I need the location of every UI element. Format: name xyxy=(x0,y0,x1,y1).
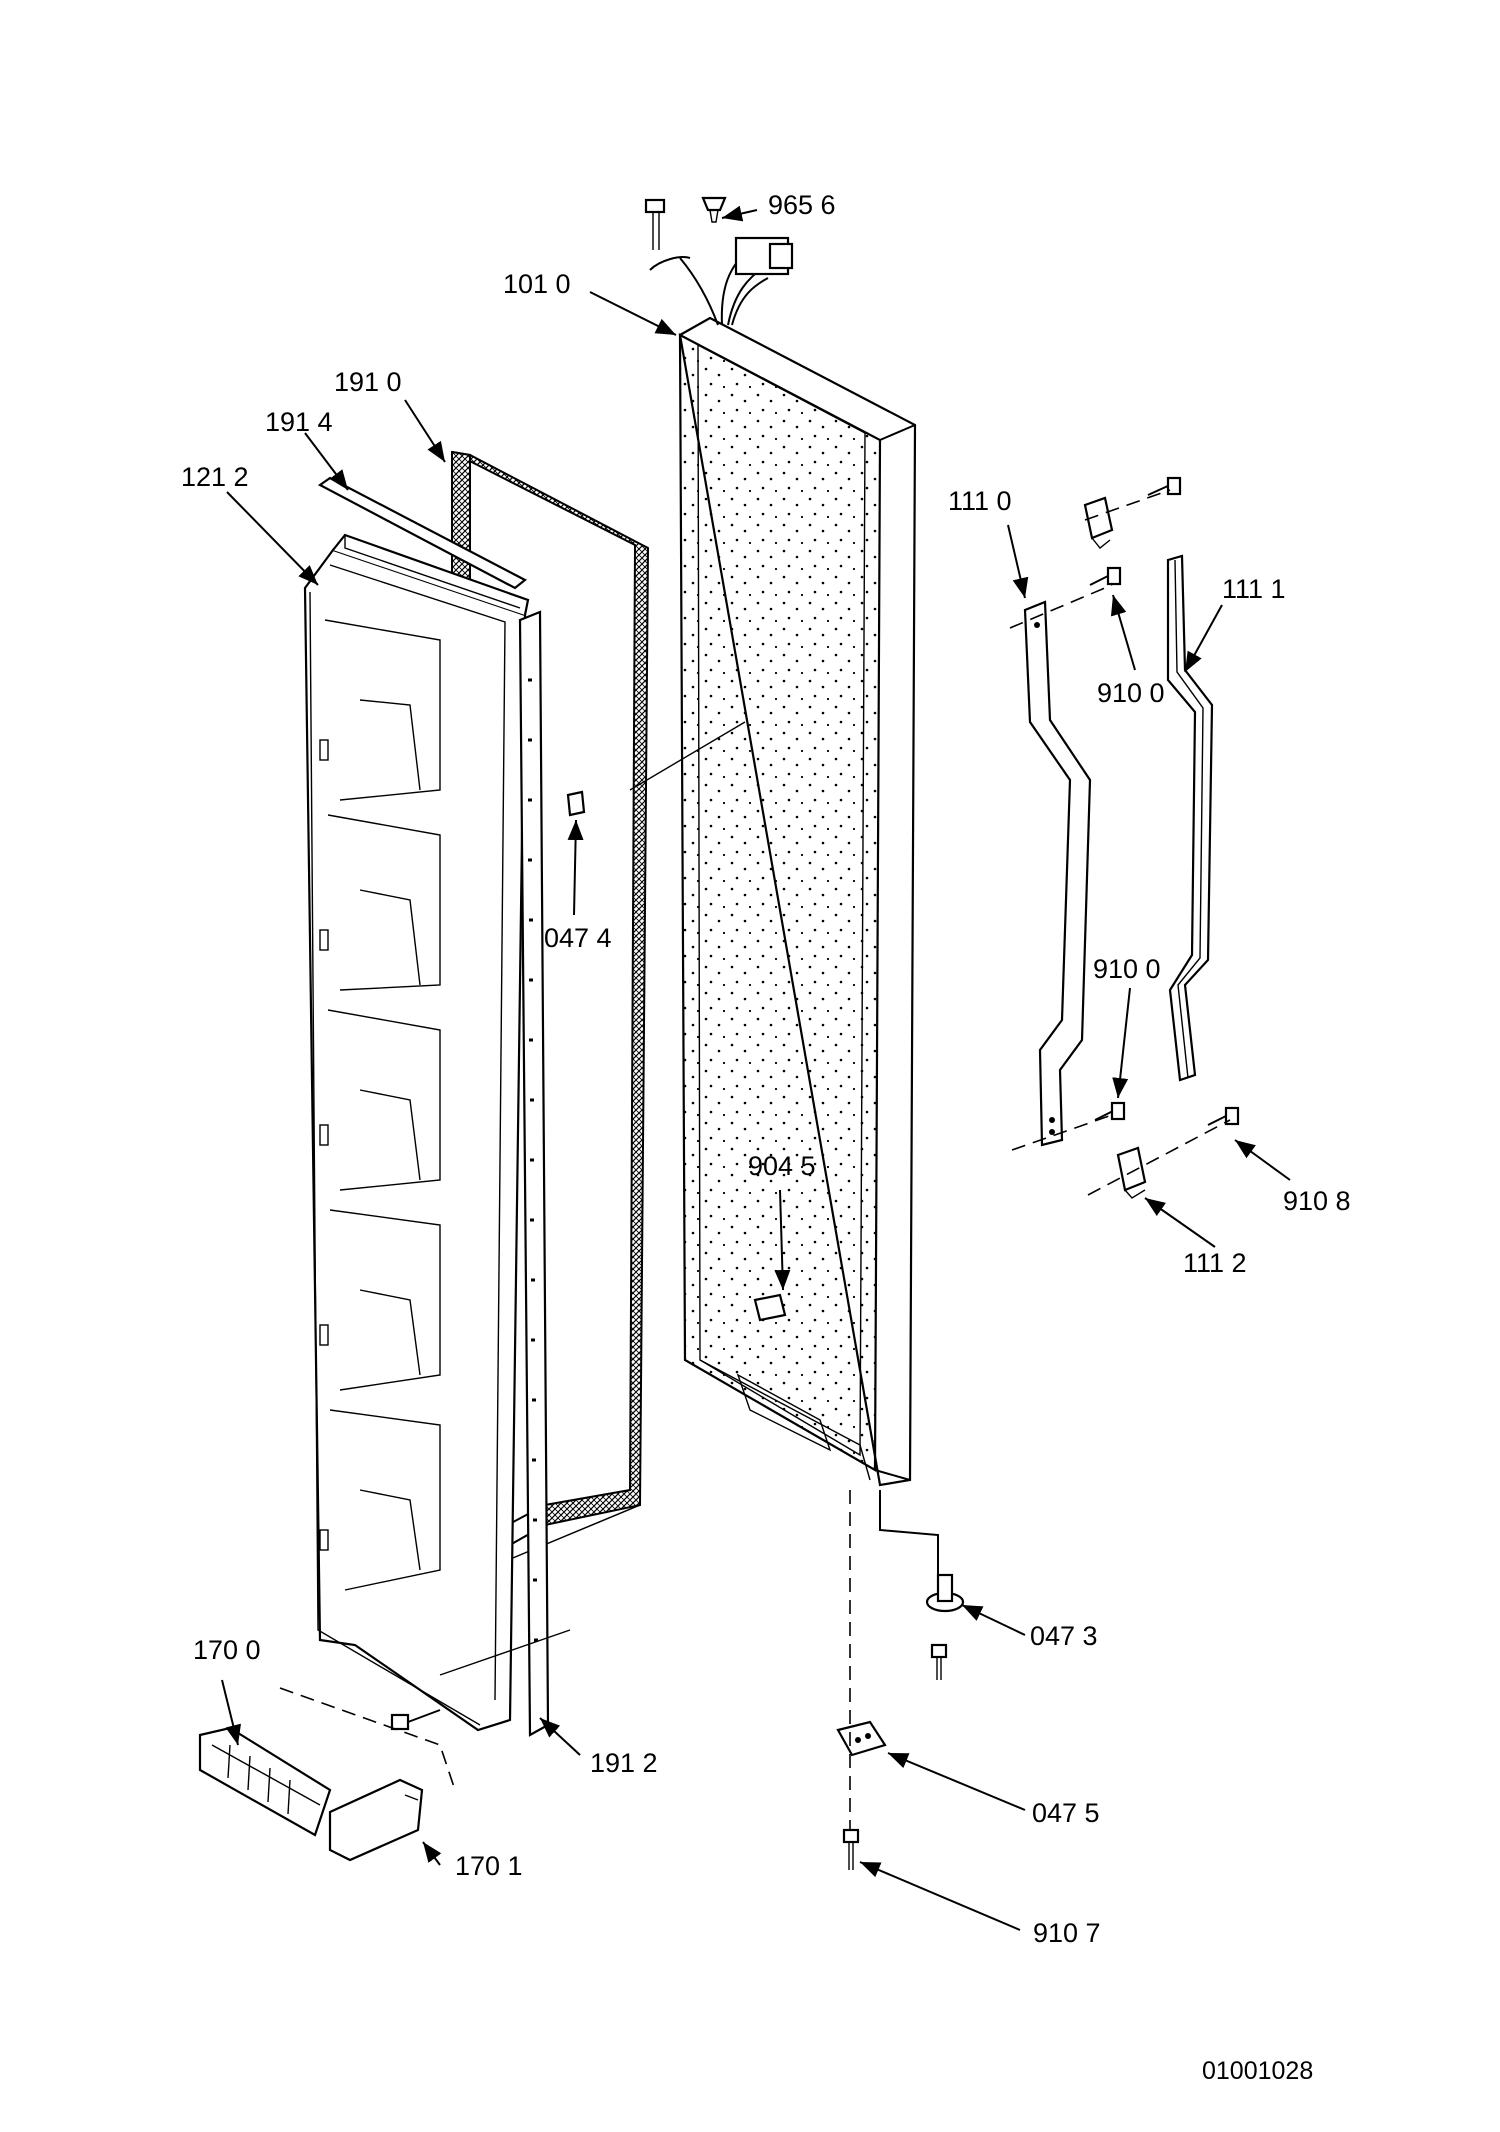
callout-111-0: 111 0 xyxy=(948,486,1012,516)
door-bin-outlines xyxy=(319,619,441,1591)
hinge-pin-0473 xyxy=(879,1490,965,1680)
cap-alignment-line-bottom xyxy=(1087,1119,1231,1196)
callout-910-8: 910 8 xyxy=(1283,1186,1351,1216)
handle-end-cap-top xyxy=(1083,496,1114,549)
callout-047-4: 047 4 xyxy=(544,923,612,953)
callout-191-4: 191 4 xyxy=(265,407,333,437)
outer-door-panel xyxy=(678,316,917,1487)
callout-arrows xyxy=(221,205,1291,1931)
screw-top-handle xyxy=(1147,476,1182,496)
screw-top xyxy=(644,198,666,250)
callout-191-0: 191 0 xyxy=(334,367,402,397)
wiring-harness xyxy=(649,236,794,326)
document-code: 01001028 xyxy=(1202,2057,1313,2085)
callout-191-2: 191 2 xyxy=(590,1748,658,1778)
handle-end-cap-bottom-1112 xyxy=(1116,1146,1147,1199)
screw-9100-bottom xyxy=(1094,1101,1126,1121)
clip-9045 xyxy=(753,1293,787,1322)
screw-9107 xyxy=(842,1828,860,1870)
bottom-trim-leader xyxy=(439,1629,571,1676)
callout-910-0-top: 910 0 xyxy=(1097,678,1165,708)
side-trim-strip xyxy=(518,610,550,1737)
end-cap-1701 xyxy=(328,1778,424,1862)
callout-047-3: 047 3 xyxy=(1030,1621,1098,1651)
top-trim-strip xyxy=(317,476,528,590)
callout-101-0: 101 0 xyxy=(503,269,571,299)
handle-alignment-line-bottom xyxy=(1011,1114,1113,1151)
toe-grille-1700 xyxy=(198,1726,332,1837)
callout-965-6: 965 6 xyxy=(768,190,836,220)
grommet-9656 xyxy=(701,196,727,223)
callout-910-0-bottom: 910 0 xyxy=(1093,954,1161,984)
hinge-bracket-0475 xyxy=(836,1720,887,1757)
assembly-leader-line xyxy=(629,721,746,791)
callout-111-1: 111 1 xyxy=(1222,574,1286,604)
callout-170-1: 170 1 xyxy=(455,1851,523,1881)
callout-904-5: 904 5 xyxy=(748,1151,816,1181)
callout-111-2: 111 2 xyxy=(1183,1248,1247,1278)
handle-alignment-line-top xyxy=(1009,584,1113,629)
callout-047-5: 047 5 xyxy=(1032,1798,1100,1828)
clip-0474 xyxy=(566,790,586,817)
screw-9108 xyxy=(1207,1106,1240,1126)
door-handle xyxy=(1023,600,1092,1147)
bottom-alignment-line xyxy=(279,1687,456,1791)
cap-alignment-line-top xyxy=(1084,489,1171,521)
inner-door-liner xyxy=(303,533,530,1732)
callout-910-7: 910 7 xyxy=(1033,1918,1101,1948)
screw-9100-top xyxy=(1089,566,1122,586)
callout-170-0: 170 0 xyxy=(193,1635,261,1665)
screw-bottom-liner xyxy=(390,1709,441,1731)
callout-121-2: 121 2 xyxy=(181,462,249,492)
